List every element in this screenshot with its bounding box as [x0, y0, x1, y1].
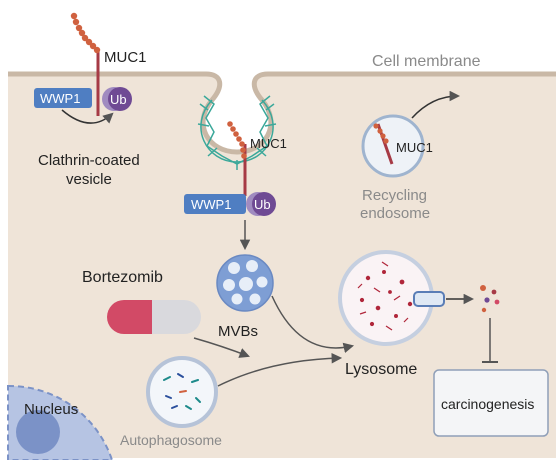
mvbs-label: MVBs: [218, 323, 258, 340]
bortezomib-to-lysosome-arrow: [193, 337, 250, 358]
cell-membrane-line: [8, 71, 556, 155]
muc1-vesicle-protein: [227, 121, 247, 196]
bortezomib-pill-icon: [107, 300, 201, 334]
mvb-to-lysosome-arrow: [271, 295, 355, 353]
clathrin-coat: [197, 95, 277, 170]
extracellular-space: [0, 0, 560, 152]
muc1-membrane-protein: [70, 12, 101, 116]
muc1-top-label: MUC1: [104, 49, 147, 66]
nucleus-label: Nucleus: [24, 401, 78, 418]
wwp1-vesicle-label: WWP1: [191, 197, 231, 212]
autophagosome-to-lysosome-arrow: [217, 352, 343, 387]
autophagosome-contents: [163, 373, 201, 410]
muc1-recycling-protein: [373, 123, 394, 165]
bortezomib-label: Bortezomib: [82, 269, 163, 286]
clathrin-label-line1: Clathrin-coated: [38, 152, 140, 169]
wwp1-left-label: WWP1: [40, 91, 80, 106]
carcinogenesis-box: [433, 369, 549, 437]
recycling-label-line2: endosome: [360, 205, 430, 222]
lysosome-channel: [413, 291, 445, 307]
lysosome-label: Lysosome: [345, 361, 417, 378]
ub-vesicle-circle: [252, 192, 276, 216]
clathrin-label-line2: vesicle: [66, 171, 112, 188]
ubiquitination-arrow: [61, 109, 114, 124]
muc1-vesicle-label: MUC1: [250, 136, 287, 151]
recycling-label-line1: Recycling: [362, 187, 427, 204]
nucleolus: [16, 410, 60, 454]
autophagosome-label: Autophagosome: [120, 432, 222, 448]
recycling-arrow: [411, 90, 461, 119]
lysosome-fragments: [357, 261, 413, 331]
muc1-recycling-label: MUC1: [396, 140, 433, 155]
ub-vesicle-label: Ub: [254, 197, 271, 212]
carcinogenesis-label: carcinogenesis: [441, 396, 534, 412]
wwp1-vesicle-box: [184, 194, 246, 214]
degradation-products: [480, 285, 500, 313]
wwp1-left-box: [34, 88, 92, 108]
mvb-vesicles: [223, 260, 268, 305]
ub-left-circle: [108, 87, 132, 111]
cell-membrane-label: Cell membrane: [372, 53, 481, 70]
ub-left-label: Ub: [110, 92, 127, 107]
